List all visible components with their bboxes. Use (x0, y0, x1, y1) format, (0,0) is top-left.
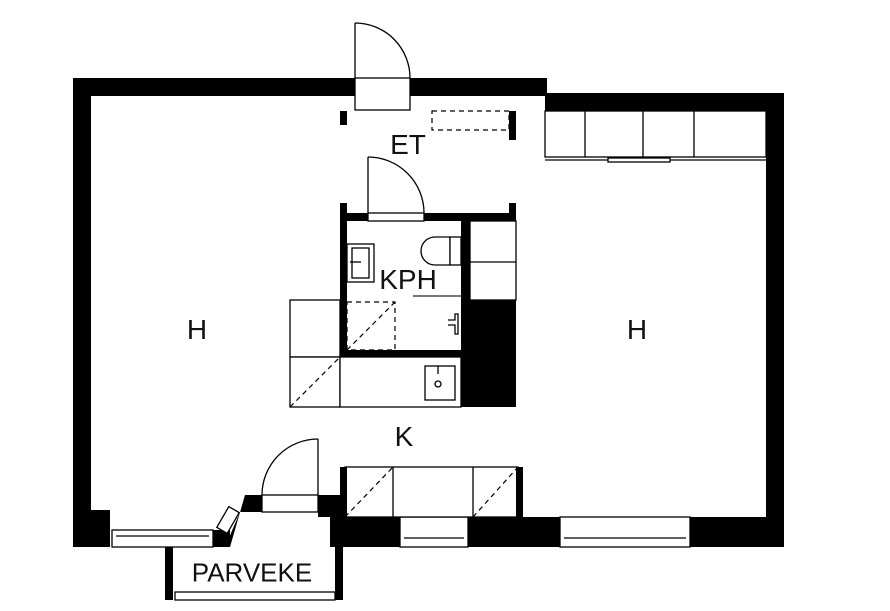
bathroom-fixtures (346, 236, 462, 351)
room-label-right-room: H (626, 314, 648, 345)
room-label-balcony: PARVEKE (191, 557, 313, 588)
room-label-entry: ET (390, 129, 426, 160)
upper-cabinets (544, 110, 767, 163)
room-label-kitchen: K (394, 421, 414, 452)
room-label-bathroom: KPH (379, 264, 437, 295)
bathroom-walls (340, 203, 516, 407)
exterior-walls (73, 78, 784, 547)
kitchen-counter (289, 220, 523, 518)
windows (111, 505, 691, 601)
entry-partitions (340, 110, 516, 140)
balcony (165, 547, 343, 600)
room-label-left-room: H (186, 314, 208, 345)
